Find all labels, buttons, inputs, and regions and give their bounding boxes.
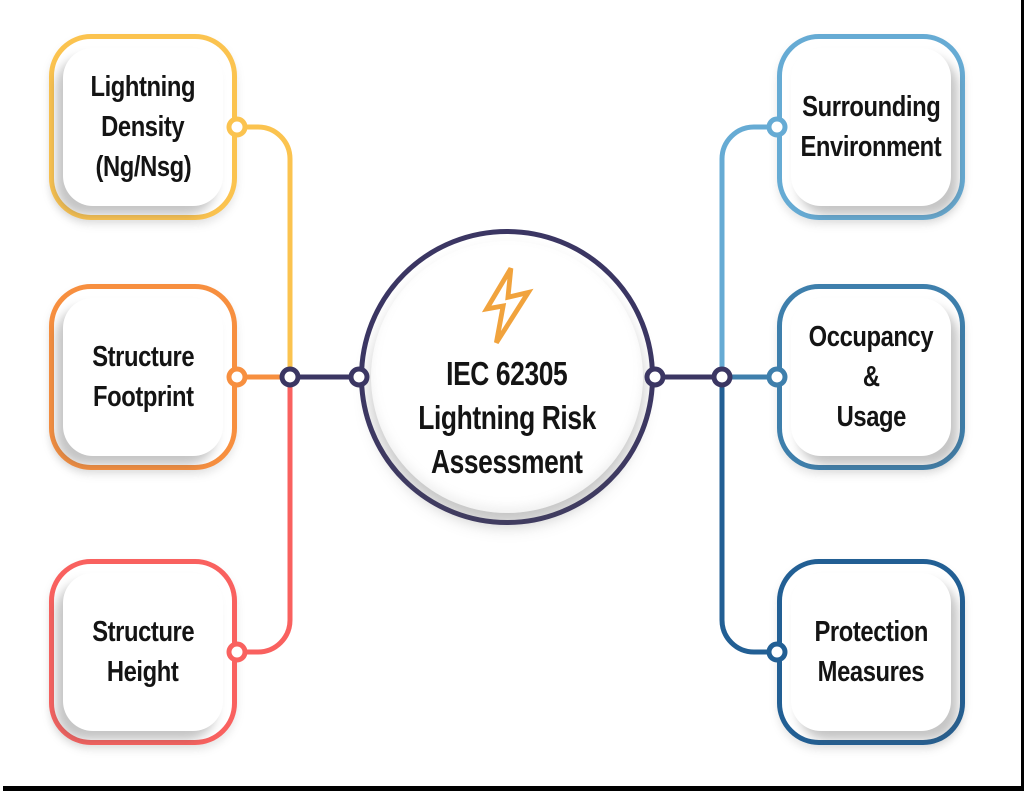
label-line: Density (101, 111, 185, 143)
node-card: Structure Height (63, 573, 223, 731)
label-line: (Ng/Nsg) (95, 151, 191, 183)
label-line: Occupancy (808, 321, 934, 353)
node-card: Surrounding Environment (791, 48, 951, 206)
label-line: Lightning (90, 71, 196, 103)
frame-border-bottom (3, 786, 1024, 791)
node-box-surrounding-environment: Surrounding Environment (777, 34, 965, 220)
node-box-protection-measures: Protection Measures (777, 559, 965, 745)
label-line: Footprint (92, 381, 194, 413)
label-line: Protection (814, 616, 928, 648)
node-card: Structure Footprint (63, 298, 223, 456)
center-title: IEC 62305 Lightning Risk Assessment (396, 352, 618, 484)
center-node-card: IEC 62305 Lightning Risk Assessment (371, 241, 643, 513)
label-line: Usage (836, 401, 906, 433)
label-line: Structure (91, 341, 195, 373)
connector-line-protection-measures (719, 377, 777, 655)
junction-node-left (279, 366, 301, 388)
lightning-bolt-path (481, 267, 534, 345)
connector-line-structure-height (237, 377, 293, 655)
node-box-structure-footprint: Structure Footprint (49, 284, 237, 470)
node-card: Occupancy & Usage (791, 298, 951, 456)
node-card: Lightning Density (Ng/Nsg) (63, 48, 223, 206)
lightning-bolt-icon (481, 267, 534, 345)
connector-line-lightning-density (237, 124, 293, 377)
label-line: Structure (91, 616, 195, 648)
junction-node-right (711, 366, 733, 388)
center-node: IEC 62305 Lightning Risk Assessment (359, 229, 655, 525)
node-card: Protection Measures (791, 573, 951, 731)
label-line: Environment (800, 131, 942, 163)
label-line: Surrounding (801, 91, 941, 123)
node-box-structure-height: Structure Height (49, 559, 237, 745)
label-line: & (862, 361, 880, 393)
frame-border-right (1021, 0, 1024, 791)
center-title-line: Lightning Risk (418, 399, 596, 436)
label-line: Measures (817, 656, 925, 688)
label-line: Height (107, 656, 179, 688)
center-title-line: Assessment (431, 443, 583, 480)
node-box-occupancy-usage: Occupancy & Usage (777, 284, 965, 470)
center-title-line: IEC 62305 (446, 355, 568, 392)
connector-line-surrounding-environment (719, 124, 777, 377)
node-box-lightning-density: Lightning Density (Ng/Nsg) (49, 34, 237, 220)
